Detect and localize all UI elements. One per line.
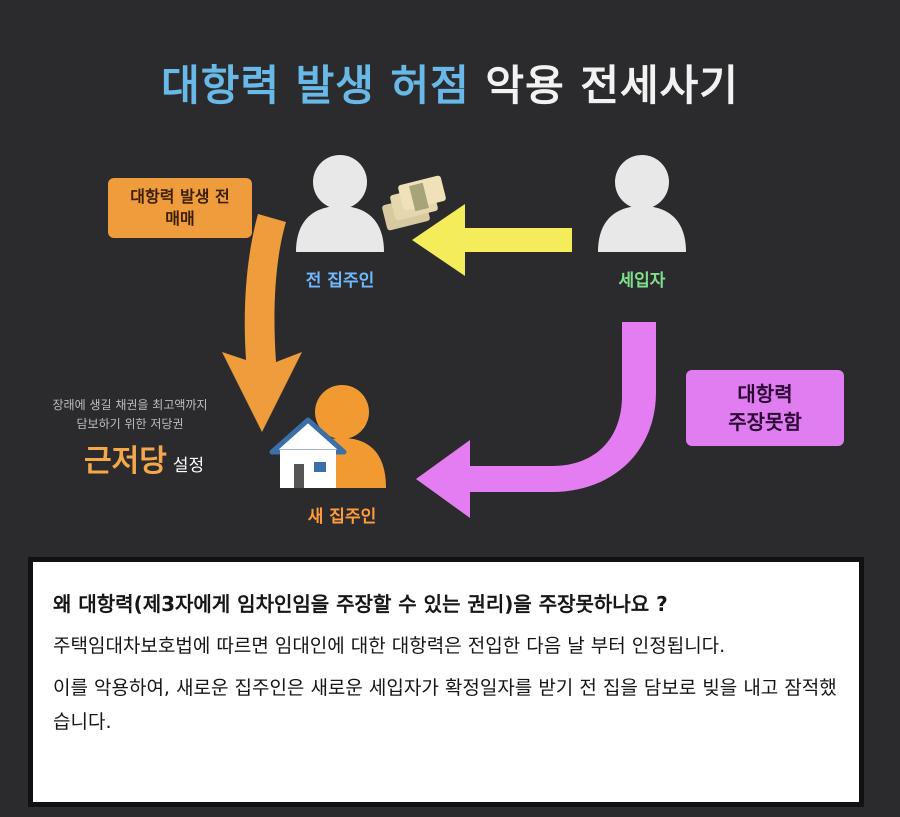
mortgage-suffix: 설정 xyxy=(172,456,205,476)
sale-badge-line1: 대항력 발생 전 xyxy=(130,187,230,206)
money-stack-icon xyxy=(382,175,446,231)
yellow-arrow xyxy=(412,204,572,276)
no-claim-badge: 대항력 주장못함 xyxy=(686,370,844,446)
purple-arrow xyxy=(416,322,656,518)
no-claim-line2: 주장못함 xyxy=(728,410,802,434)
title-rest: 악용 전세사기 xyxy=(469,61,739,110)
old-landlord-label: 전 집주인 xyxy=(305,271,375,291)
sale-before-badge: 대항력 발생 전 매매 xyxy=(108,178,252,238)
new-landlord-label: 새 집주인 xyxy=(307,507,377,527)
explanation-panel: 왜 대항력(제3자에게 임차인임을 주장할 수 있는 권리)을 주장못하나요 ?… xyxy=(28,557,864,807)
page-title: 대항력 발생 허점 악용 전세사기 xyxy=(0,52,900,113)
person-icon xyxy=(296,155,384,252)
person-icon xyxy=(598,155,686,252)
explanation-paragraph-2: 이를 악용하여, 새로운 집주인은 새로운 세입자가 확정일자를 받기 전 집을… xyxy=(53,677,837,733)
explanation-question: 왜 대항력(제3자에게 임차인임을 주장할 수 있는 권리)을 주장못하나요 ? xyxy=(53,592,668,616)
house-icon xyxy=(269,417,347,488)
tenant-label: 세입자 xyxy=(618,271,666,291)
title-highlight: 대항력 발생 허점 xyxy=(161,61,470,110)
sale-badge-line2: 매매 xyxy=(165,209,195,228)
mortgage-note-line1: 장래에 생길 채권을 최고액까지 xyxy=(52,398,208,412)
explanation-paragraph-1: 주택임대차보호법에 따르면 임대인에 대한 대항력은 전입한 다음 날 부터 인… xyxy=(53,635,726,657)
orange-arrow xyxy=(222,214,302,432)
mortgage-note-line2: 담보하기 위한 저당권 xyxy=(76,417,184,431)
mortgage-note: 장래에 생길 채권을 최고액까지 담보하기 위한 저당권 xyxy=(0,396,260,434)
mortgage-big: 근저당 xyxy=(84,444,167,479)
diagram-graphics xyxy=(222,155,686,518)
no-claim-line1: 대항력 xyxy=(737,382,793,406)
